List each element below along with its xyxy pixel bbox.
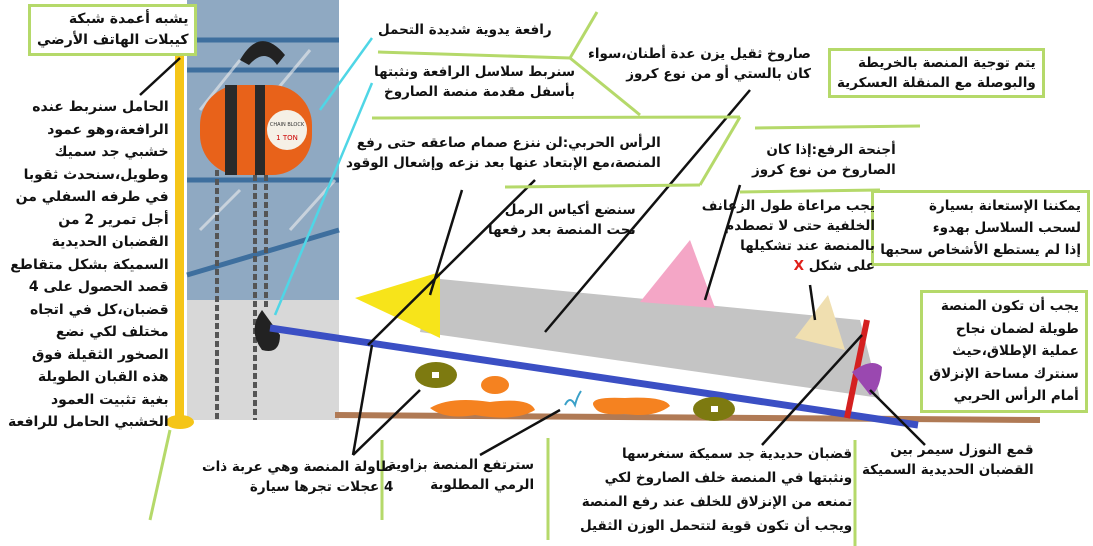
rear-fin xyxy=(795,295,845,350)
launch-platform xyxy=(269,324,919,429)
nozzle-funnel xyxy=(852,363,882,395)
warhead-nose xyxy=(355,272,440,338)
angle-marker xyxy=(564,390,582,408)
hoist-note: رافعة يدوية شديدة التحمل xyxy=(378,22,552,38)
lift-wing xyxy=(640,240,715,308)
cyan-pointers xyxy=(273,37,374,316)
hoist-capacity-text: 1 TON xyxy=(276,134,298,142)
ground-line xyxy=(334,412,1041,423)
x-shape-label: X xyxy=(793,258,805,274)
hoist-photo: CHAIN BLOCK 1 TON xyxy=(186,0,340,420)
hoist-label-plate xyxy=(267,110,307,150)
sandbag xyxy=(481,376,509,394)
missile-body xyxy=(420,278,880,398)
hoist-label-text: CHAIN BLOCK xyxy=(270,122,305,128)
sandbag xyxy=(593,397,670,415)
green-dividers xyxy=(148,11,921,546)
wooden-pole xyxy=(166,25,194,429)
sandbag xyxy=(430,400,535,418)
